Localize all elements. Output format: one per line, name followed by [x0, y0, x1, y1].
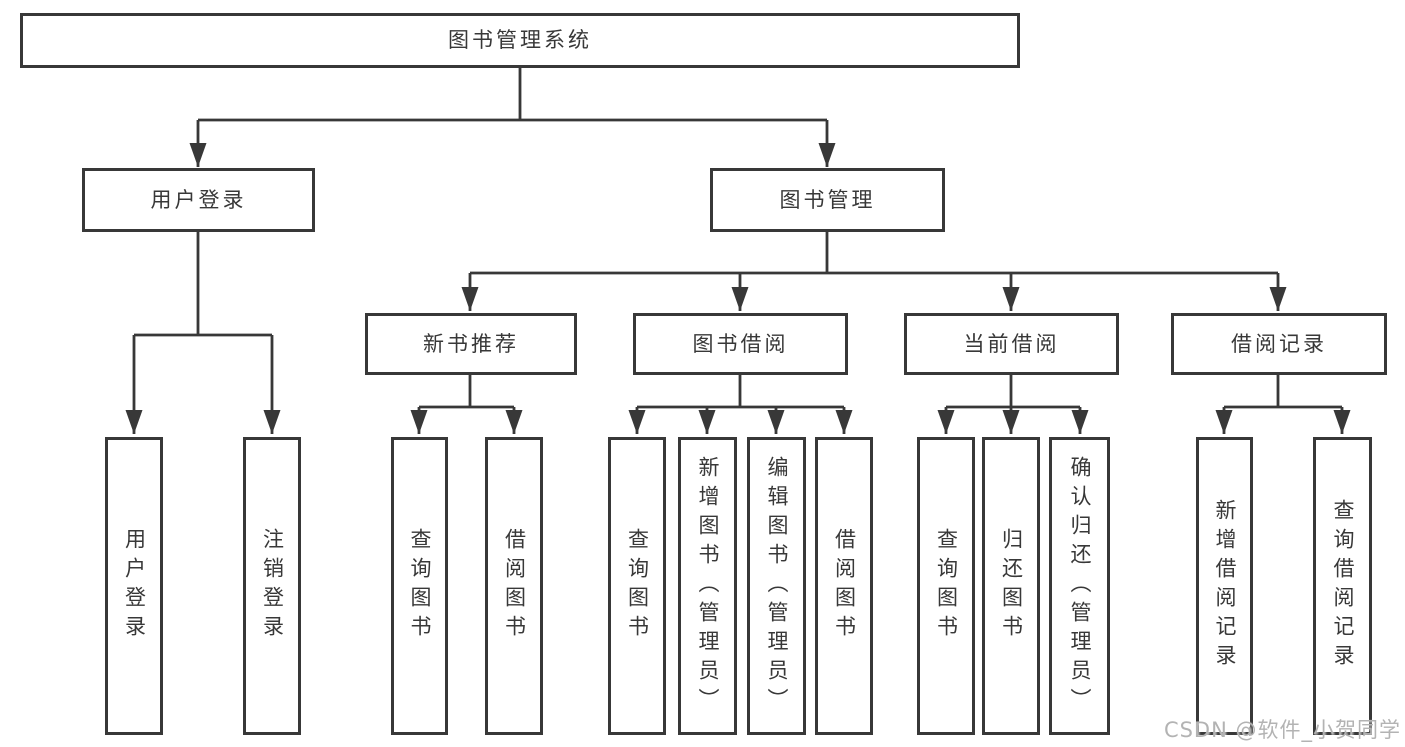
- leaf-add-book-admin: 新增图书（管理员）: [678, 437, 737, 735]
- leaf-borrow-books-recommend-label: 借阅图书: [502, 528, 527, 644]
- leaf-query-books-recommend-label: 查询图书: [408, 528, 432, 644]
- leaf-user-login-label: 用户登录: [122, 528, 147, 644]
- leaf-add-book-admin-label: 新增图书（管理员）: [696, 455, 720, 717]
- leaf-return-books: 归还图书: [982, 437, 1040, 735]
- leaf-user-login: 用户登录: [105, 437, 163, 735]
- leaf-confirm-return-admin-label: 确认归还（管理员）: [1068, 455, 1092, 717]
- node-user-login: 用户登录: [82, 168, 315, 232]
- node-user-login-label: 用户登录: [150, 187, 247, 212]
- leaf-borrow-books-label: 借阅图书: [832, 528, 857, 644]
- node-new-book-recommend-label: 新书推荐: [423, 331, 519, 356]
- node-book-borrow-label: 图书借阅: [692, 331, 789, 356]
- leaf-query-books-current: 查询图书: [917, 437, 975, 735]
- node-current-borrow-label: 当前借阅: [963, 331, 1060, 356]
- node-book-management-label: 图书管理: [779, 187, 876, 212]
- leaf-query-borrow-record: 查询借阅记录: [1313, 437, 1372, 735]
- leaf-query-books-borrow-label: 查询图书: [625, 528, 650, 644]
- leaf-query-books-recommend: 查询图书: [391, 437, 448, 735]
- leaf-logout: 注销登录: [243, 437, 301, 735]
- leaf-query-books-borrow: 查询图书: [608, 437, 666, 735]
- node-new-book-recommend: 新书推荐: [365, 313, 577, 375]
- csdn-watermark: CSDN @软件_小贺同学: [1163, 718, 1401, 742]
- node-borrow-records-label: 借阅记录: [1231, 331, 1327, 356]
- leaf-return-books-label: 归还图书: [999, 528, 1024, 644]
- leaf-edit-book-admin-label: 编辑图书（管理员）: [765, 455, 789, 717]
- leaf-confirm-return-admin: 确认归还（管理员）: [1049, 437, 1110, 735]
- leaf-edit-book-admin: 编辑图书（管理员）: [747, 437, 806, 735]
- node-book-borrow: 图书借阅: [633, 313, 848, 375]
- leaf-add-borrow-record: 新增借阅记录: [1196, 437, 1253, 735]
- leaf-borrow-books-recommend: 借阅图书: [485, 437, 543, 735]
- node-book-management: 图书管理: [710, 168, 945, 232]
- node-borrow-records: 借阅记录: [1171, 313, 1387, 375]
- leaf-logout-label: 注销登录: [260, 528, 285, 644]
- node-root-label: 图书管理系统: [448, 28, 592, 52]
- leaf-add-borrow-record-label: 新增借阅记录: [1213, 499, 1237, 673]
- leaf-query-borrow-record-label: 查询借阅记录: [1331, 499, 1355, 673]
- node-current-borrow: 当前借阅: [904, 313, 1119, 375]
- leaf-borrow-books: 借阅图书: [815, 437, 873, 735]
- node-root: 图书管理系统: [20, 13, 1020, 68]
- leaf-query-books-current-label: 查询图书: [934, 528, 959, 644]
